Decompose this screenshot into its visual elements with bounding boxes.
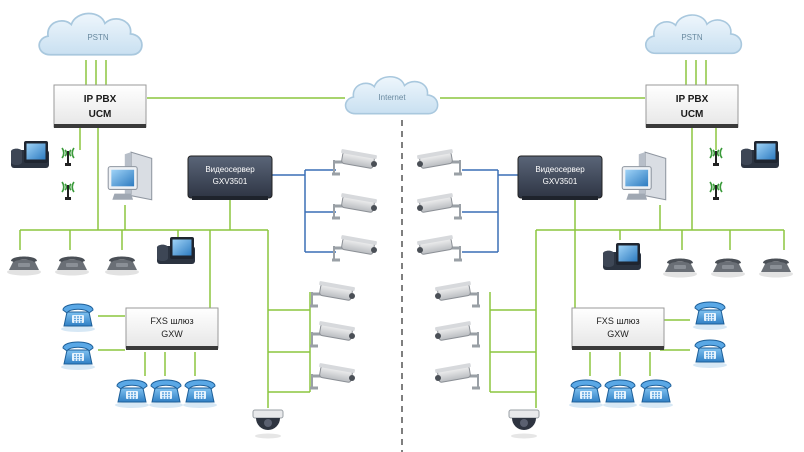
right-videoserver-model: GXV3501: [543, 177, 578, 186]
video-phone-icon: [602, 243, 641, 270]
analog-phone-icon: [7, 256, 41, 276]
right-video-server: Видеосервер GXV3501: [517, 155, 603, 200]
ip-camera-icon: [415, 148, 464, 176]
ip-camera-icon: [415, 192, 464, 220]
ip-camera-icon: [308, 362, 357, 390]
right-pbx-title: IP PBX: [676, 94, 709, 105]
left-pbx-title: IP PBX: [84, 94, 117, 105]
wifi-antenna-icon: [709, 181, 723, 200]
left-gateway-title: FXS шлюз: [150, 316, 193, 326]
ip-camera-icon: [433, 320, 482, 348]
wifi-antenna-icon: [61, 181, 75, 200]
ip-camera-icon: [433, 362, 482, 390]
left-pbx-subtitle: UCM: [89, 109, 112, 120]
video-phone-icon: [10, 141, 49, 168]
analog-phone-icon: [759, 258, 793, 278]
fxs-gateway-icon: [125, 307, 219, 349]
ip-phone-icon: [602, 379, 638, 408]
ip-phone-icon: [568, 379, 604, 408]
wifi-antenna-icon: [61, 147, 75, 166]
internet-label: Internet: [378, 93, 406, 102]
left-ip-pbx: IP PBX UCM: [53, 84, 147, 128]
ip-phone-icon: [60, 303, 96, 332]
ip-phone-icon: [148, 379, 184, 408]
analog-phone-icon: [105, 256, 139, 276]
ip-phone-icon: [60, 341, 96, 370]
ip-phone-icon: [692, 301, 728, 330]
right-gateway-title: FXS шлюз: [596, 316, 639, 326]
internet-cloud: Internet: [344, 75, 439, 115]
right-videoserver-title: Видеосервер: [535, 165, 585, 174]
dome-camera-icon: [508, 409, 540, 439]
video-phone-icon: [740, 141, 779, 168]
dome-camera-icon: [252, 409, 284, 439]
right-pstn-cloud: PSTN: [644, 14, 743, 55]
analog-phone-icon: [663, 258, 697, 278]
ip-camera-icon: [330, 148, 379, 176]
left-pstn-label: PSTN: [87, 33, 109, 42]
left-fxs-gateway: FXS шлюз GXW: [125, 307, 219, 350]
left-pstn-cloud: PSTN: [38, 12, 143, 56]
right-fxs-gateway: FXS шлюз GXW: [571, 307, 665, 350]
computer-icon: [621, 151, 667, 201]
right-pstn-label: PSTN: [681, 33, 703, 42]
ip-phone-icon: [114, 379, 150, 408]
ip-phone-icon: [692, 339, 728, 368]
ip-phone-icon: [638, 379, 674, 408]
right-ip-pbx: IP PBX UCM: [645, 84, 739, 128]
ip-camera-icon: [308, 280, 357, 308]
ip-camera-icon: [330, 234, 379, 262]
fxs-gateway-icon: [571, 307, 665, 349]
ip-camera-icon: [415, 234, 464, 262]
left-gateway-model: GXW: [161, 329, 183, 339]
left-video-server: Видеосервер GXV3501: [187, 155, 273, 200]
ip-camera-icon: [308, 320, 357, 348]
computer-icon: [107, 151, 153, 201]
wifi-antenna-icon: [709, 147, 723, 166]
blue-video-lines: [272, 169, 520, 253]
analog-phone-icon: [55, 256, 89, 276]
left-videoserver-model: GXV3501: [213, 177, 248, 186]
left-videoserver-title: Видеосервер: [205, 165, 255, 174]
video-phone-icon: [156, 237, 195, 264]
green-network-lines: [19, 60, 785, 408]
ip-pbx-icon: [53, 84, 147, 128]
right-gateway-model: GXW: [607, 329, 629, 339]
ip-phone-icon: [182, 379, 218, 408]
ip-camera-icon: [433, 280, 482, 308]
ip-pbx-icon: [645, 84, 739, 128]
ip-camera-icon: [330, 192, 379, 220]
right-pbx-subtitle: UCM: [681, 109, 704, 120]
analog-phone-icon: [711, 258, 745, 278]
